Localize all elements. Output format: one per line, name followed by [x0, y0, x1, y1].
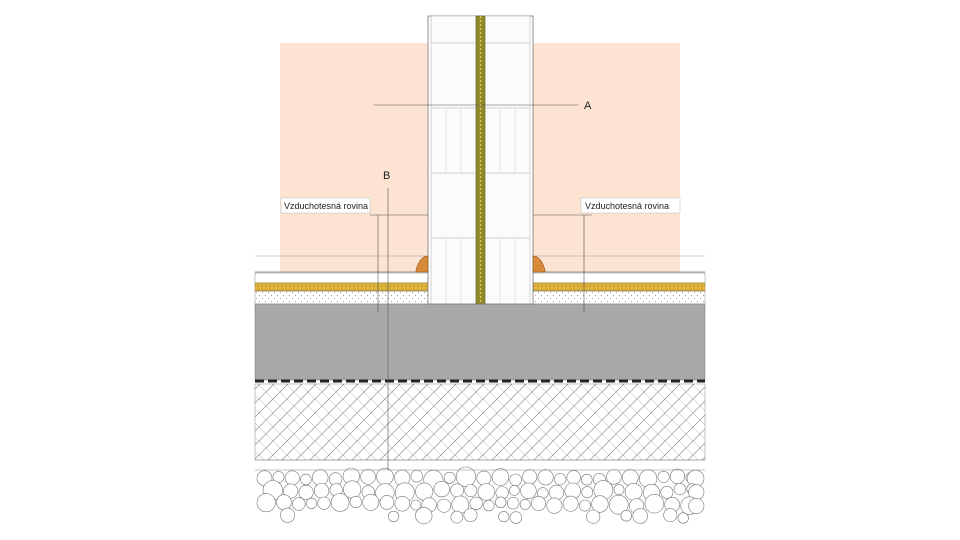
- callout-air-plane-right-label: Vzduchotesná rovina: [585, 201, 669, 211]
- gravel-pebble: [632, 508, 648, 524]
- gravel-pebble: [621, 469, 639, 486]
- gravel-pebble: [394, 496, 410, 512]
- seal-left: [415, 255, 429, 273]
- gravel-pebble: [433, 481, 450, 498]
- gravel-pebble: [410, 499, 422, 511]
- leader-lines: [370, 104, 592, 470]
- marker-b: B: [383, 170, 390, 182]
- gravel-pebble: [495, 496, 507, 508]
- gravel-pebble: [483, 499, 495, 512]
- gravel-pebble: [443, 471, 456, 484]
- gravel-pebble: [292, 497, 306, 511]
- gravel-pebble: [436, 498, 451, 513]
- gravel-pebble: [579, 499, 591, 512]
- gravel-pebble: [519, 498, 531, 510]
- gravel-pebble: [283, 483, 299, 499]
- callout-air-plane-right: Vzduchotesná rovina: [580, 197, 681, 214]
- gravel-pebble: [644, 494, 664, 514]
- gravel-pebble: [300, 473, 312, 486]
- seal-right: [532, 255, 546, 273]
- gravel-pebble: [349, 495, 362, 509]
- gravel-pebble: [677, 512, 689, 524]
- gravel-pebble: [376, 467, 394, 486]
- gravel-pebble: [284, 470, 300, 486]
- gravel-pebble: [256, 493, 276, 513]
- gravel-pebble: [509, 485, 520, 496]
- gravel-bed: [256, 466, 705, 525]
- gravel-pebble: [476, 470, 492, 486]
- gravel-pebble: [280, 507, 296, 523]
- gravel-pebble: [305, 497, 318, 510]
- room-interior-left: [280, 43, 428, 272]
- gravel-pebble: [663, 508, 678, 523]
- gravel-pebble: [520, 482, 537, 499]
- gravel-pebble: [509, 473, 522, 487]
- gravel-pebble: [620, 510, 632, 522]
- gravel-pebble: [530, 495, 546, 511]
- partition-wall: [427, 15, 534, 305]
- gravel-pebble: [546, 497, 563, 514]
- gravel-pebble: [450, 483, 464, 498]
- gravel-pebble: [613, 484, 625, 495]
- gravel-pebble: [606, 469, 622, 485]
- gravel-pebble: [657, 470, 670, 483]
- gravel-pebble: [591, 495, 609, 513]
- gravel-pebble: [581, 474, 593, 486]
- gravel-pebble: [522, 469, 538, 485]
- gravel-pebble: [314, 483, 330, 499]
- gravel-pebble: [660, 485, 674, 499]
- gravel-pebble: [673, 483, 687, 496]
- callout-air-plane-left-label: Vzduchotesná rovina: [284, 201, 368, 211]
- gravel-pebble: [586, 509, 601, 524]
- gravel-pebble: [477, 483, 495, 501]
- concrete-slab: [254, 303, 706, 381]
- gravel-pebble: [312, 469, 329, 486]
- gravel-pebble: [509, 511, 523, 524]
- gravel-pebble: [537, 469, 554, 486]
- gravel-pebble: [379, 495, 395, 510]
- gravel-pebble: [553, 473, 567, 486]
- gravel-pebble: [688, 497, 705, 514]
- gravel-pebble: [581, 486, 594, 499]
- gravel-pebble: [562, 495, 579, 512]
- gravel-pebble: [463, 508, 478, 522]
- room-interior-right: [533, 43, 680, 272]
- gravel-pebble: [464, 484, 478, 497]
- gravel-pebble: [566, 470, 581, 485]
- gravel-pebble: [317, 496, 331, 510]
- gravel-pebble: [362, 493, 380, 511]
- gravel-pebble: [669, 468, 686, 485]
- gravel-pebble: [608, 494, 629, 515]
- gravel-pebble: [624, 482, 643, 501]
- gravel-pebble: [330, 493, 350, 512]
- gravel-pebble: [388, 510, 400, 523]
- gravel-pebble: [469, 496, 483, 511]
- gravel-pebble: [548, 484, 565, 501]
- gravel-pebble: [498, 511, 510, 523]
- gravel-pebble: [360, 469, 376, 485]
- marker-a: A: [584, 100, 592, 112]
- gravel-hatched: [254, 383, 706, 461]
- gravel-pebble: [410, 470, 423, 483]
- gravel-pebble: [415, 506, 433, 525]
- callout-air-plane-left: Vzduchotesná rovina: [280, 197, 371, 214]
- gravel-pebble: [506, 497, 520, 510]
- gravel-pebble: [491, 468, 510, 486]
- gravel-pebble: [450, 510, 464, 524]
- gravel-pebble: [276, 494, 292, 511]
- gravel-pebble: [298, 484, 314, 500]
